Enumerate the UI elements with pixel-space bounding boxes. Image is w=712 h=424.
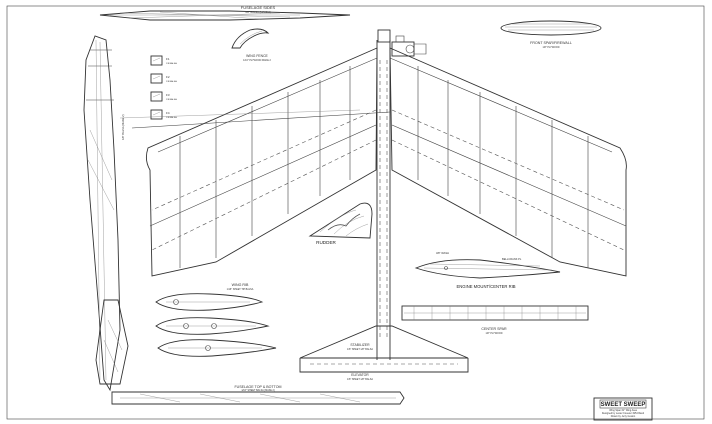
- former-f3-sub: 1/8 BALSA: [166, 98, 177, 101]
- elevator-label: ELEVATOR: [351, 373, 369, 377]
- fuselage-top-part: [111, 391, 405, 405]
- wing-rib-parts: [155, 293, 277, 357]
- fuselage-side-view: [83, 35, 129, 392]
- title-text: SWEET SWEEP: [601, 402, 646, 408]
- stabilizer-label: STABILIZER: [350, 343, 370, 347]
- former-f4-sub: 1/8 BALSA: [166, 116, 177, 119]
- former-parts: [150, 55, 163, 120]
- center-boom: [376, 29, 391, 360]
- engine: [391, 35, 427, 57]
- title-block: [593, 397, 653, 421]
- stabilizer-part: [299, 325, 469, 373]
- sheet-border: [6, 5, 705, 420]
- front-spar-label: FRONT SPAR/FIREWALL: [530, 41, 572, 45]
- wing-fence-sub: 1/16" PLYWOOD MAKE 2: [243, 59, 271, 62]
- fuselage-sides-sub: 1/8" BALSA (MAKE 2): [245, 10, 271, 14]
- engine-note-2: BELLCRANK PL: [502, 257, 522, 261]
- former-f1-sub: 1/8 BALSA: [166, 62, 177, 65]
- engine-mount-label: ENGINE MOUNT/CENTER RIB: [456, 284, 515, 289]
- front-spar-part: [500, 20, 602, 36]
- engine-note-1: 3/8" WASH: [436, 251, 449, 255]
- front-spar-sub: 1/8" PLYWOOD: [543, 46, 560, 49]
- former-f4-label: F4: [166, 111, 170, 115]
- wing-rib-label: WING RIB: [232, 283, 249, 287]
- fuselage-top-sub: 1/16" SHEET BALSA (MAKE 2): [241, 389, 275, 392]
- rudder-part: [308, 202, 373, 239]
- wing-fence-label: WING FENCE: [246, 54, 268, 58]
- title-line-1: Wing Span 61" Wing Area: [609, 409, 637, 412]
- former-f2-label: F2: [166, 75, 170, 79]
- control-line-2: [119, 109, 361, 119]
- former-f2-sub: 1/8 BALSA: [166, 80, 177, 83]
- center-spar-sub: 1/8" PLYWOOD: [486, 332, 503, 335]
- wing-fence-part: [231, 28, 270, 49]
- former-f1-label: F1: [166, 57, 170, 61]
- title-line-2: Designed by Lester Coueter 1954 Rand: [602, 412, 645, 415]
- elevator-sub: 1/8" SHEET 1/8" BALSA: [347, 378, 373, 381]
- stabilizer-sub: 1/8" SHEET 1/8" BALSA: [347, 348, 373, 351]
- wing-rib-sub: 1/16" SHEET TIP BALSA: [227, 288, 254, 291]
- center-spar-label: CENTER SPAR: [481, 327, 507, 331]
- rudder-label: RUDDER: [316, 240, 336, 245]
- fuselage-side-part: [99, 10, 351, 21]
- title-line-3: Drawn by Jerry Guston: [611, 415, 636, 418]
- control-line: [131, 111, 391, 129]
- fuselage-side-dim: 1/8" BALSA (MAKE 2): [121, 114, 125, 140]
- fuselage-sides-label: FUSELAGE SIDES: [241, 5, 276, 10]
- engine-mount-part: [414, 259, 561, 279]
- center-spar-part: [401, 305, 589, 321]
- main-wing: [145, 47, 627, 277]
- fuselage-top-label: FUSELAGE TOP & BOTTOM: [234, 385, 281, 389]
- former-f3-label: F3: [166, 93, 170, 97]
